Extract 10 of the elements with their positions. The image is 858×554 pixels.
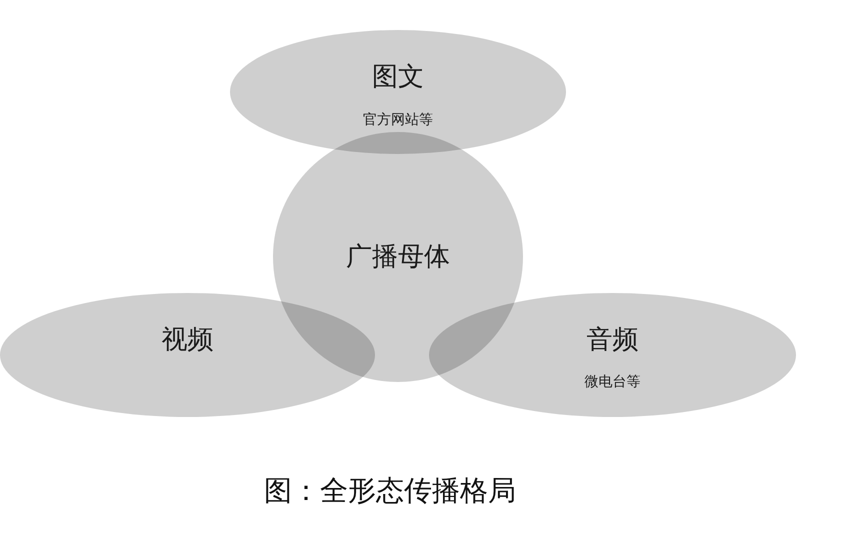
- ellipse-shape: [0, 293, 375, 417]
- node-title: 广播母体: [346, 242, 450, 272]
- node-title: 音频: [586, 325, 638, 355]
- circle-shape: [273, 132, 523, 382]
- node-subtitle: 官方网站等: [363, 111, 433, 129]
- node-subtitle: 微电台等: [584, 373, 640, 391]
- ellipse-shape: [429, 293, 796, 417]
- figure-caption: 图：全形态传播格局: [264, 475, 516, 509]
- node-title: 图文: [372, 62, 424, 92]
- node-title: 视频: [162, 325, 214, 355]
